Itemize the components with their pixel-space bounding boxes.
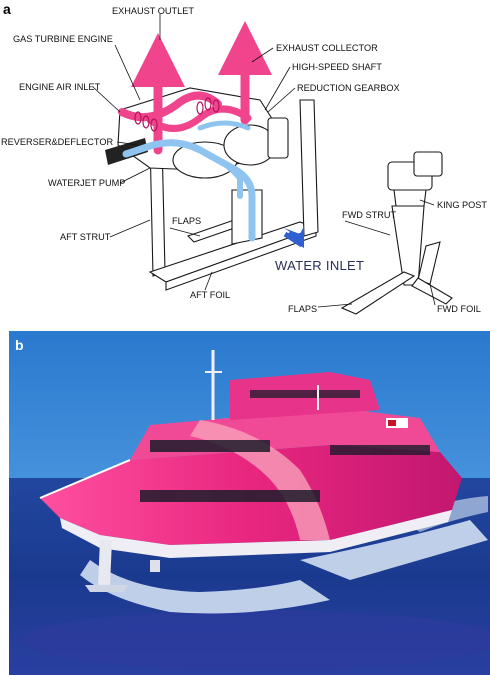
panel-b-photo: b xyxy=(9,331,490,675)
ferry-foils xyxy=(85,540,160,592)
label-exhaust-outlet: EXHAUST OUTLET xyxy=(112,6,194,16)
label-king-post: KING POST xyxy=(437,200,487,210)
label-gas-turbine-engine: GAS TURBINE ENGINE xyxy=(13,34,113,44)
label-aft-strut: AFT STRUT xyxy=(60,232,111,242)
label-exhaust-collector: EXHAUST COLLECTOR xyxy=(276,43,378,53)
label-flaps-aft: FLAPS xyxy=(172,216,201,226)
panel-b-letter: b xyxy=(15,337,24,353)
panel-a-letter: a xyxy=(3,1,11,17)
label-fwd-strut: FWD STRUT xyxy=(342,210,396,220)
exhaust-pipes xyxy=(118,21,272,155)
label-water-inlet: WATER INLET xyxy=(275,258,364,273)
fwd-strut-structure xyxy=(340,151,453,315)
label-aft-foil: AFT FOIL xyxy=(190,290,230,300)
ferry-mast xyxy=(205,350,408,428)
ferry-hull xyxy=(39,372,462,558)
label-waterjet-pump: WATERJET PUMP xyxy=(48,178,125,188)
label-fwd-foil: FWD FOIL xyxy=(437,304,481,314)
panel-a-diagram: a xyxy=(1,1,487,315)
label-reduction-gearbox: REDUCTION GEARBOX xyxy=(297,83,400,93)
label-reverser-deflector: REVERSER&DEFLECTOR xyxy=(1,137,114,147)
label-flaps-fwd: FLAPS xyxy=(288,304,317,314)
gas-turbine-engines xyxy=(105,87,289,179)
waterjet-ducts xyxy=(122,120,256,242)
label-engine-air-inlet: ENGINE AIR INLET xyxy=(19,82,101,92)
leader-lines xyxy=(92,14,436,308)
water-inlet-arrow xyxy=(283,226,304,248)
label-high-speed-shaft: HIGH-SPEED SHAFT xyxy=(292,62,382,72)
